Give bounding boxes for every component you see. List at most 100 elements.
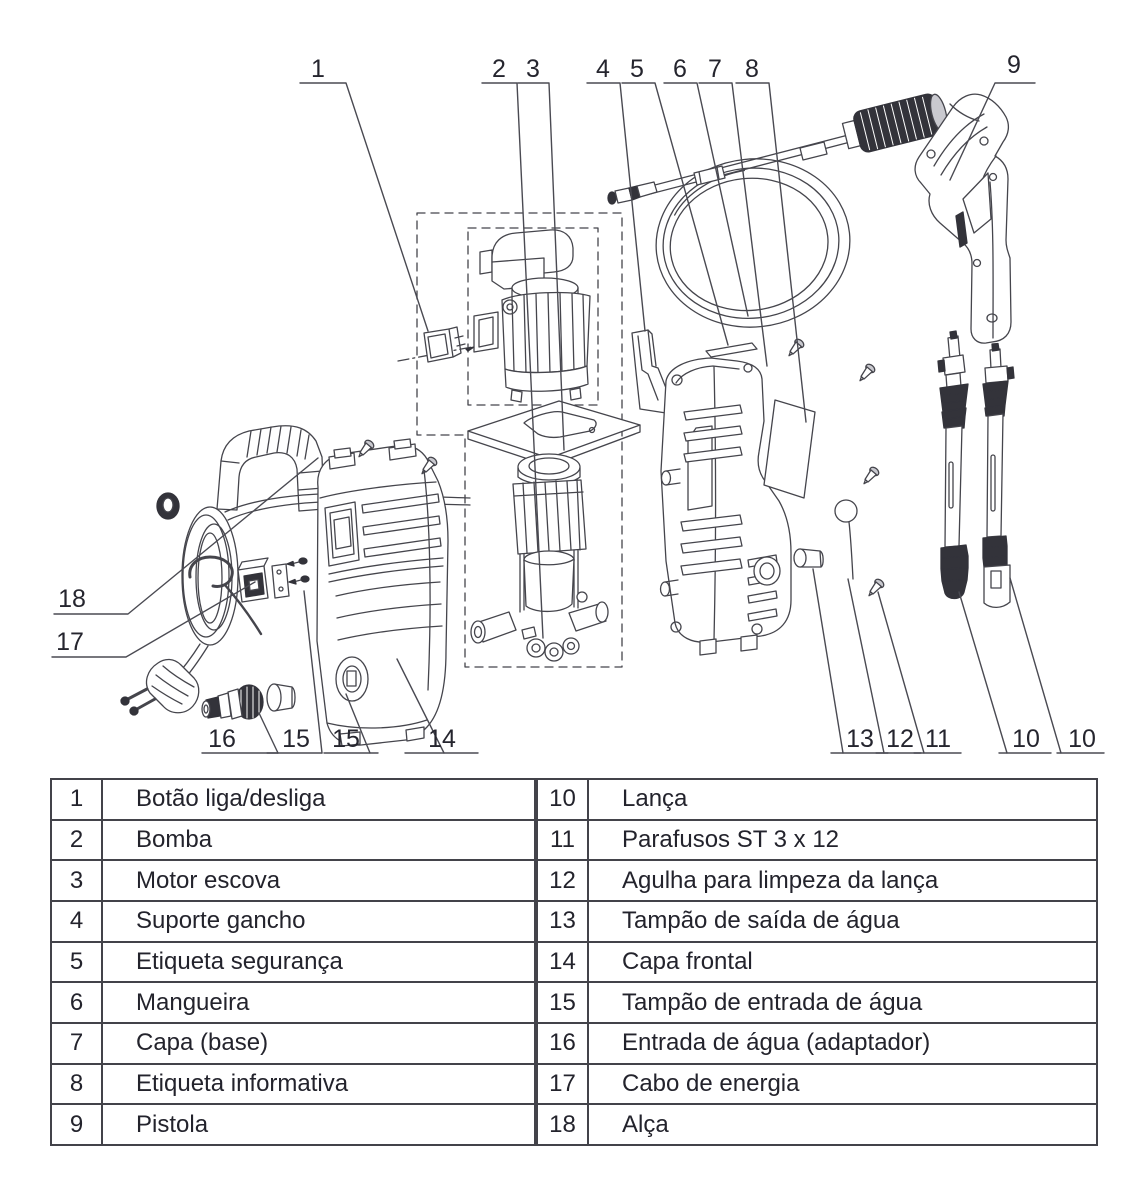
callout-label-17: 17 (56, 628, 84, 656)
lance-right (982, 342, 1015, 609)
callout-label-5: 5 (630, 55, 644, 83)
part-name: Parafusos ST 3 x 12 (587, 818, 1098, 862)
front-shell (316, 438, 449, 747)
part-number: 10 (536, 778, 589, 821)
part-name: Alça (587, 1103, 1098, 1146)
part-number: 11 (536, 818, 589, 862)
callout-labels: 1 2 3 4 5 6 7 8 9 18 17 16 15 15 14 13 1… (56, 51, 1096, 753)
part-name: Capa frontal (587, 940, 1098, 984)
part-name: Mangueira (101, 981, 536, 1024)
callout-label-12: 12 (886, 725, 914, 753)
part-name: Tampão de saída de água (587, 899, 1098, 943)
info-label (763, 399, 816, 499)
callout-label-6: 6 (673, 55, 687, 83)
callout-label-15a: 15 (282, 725, 310, 753)
part-number: 13 (536, 899, 589, 943)
callout-label-7: 7 (708, 55, 722, 83)
power-cord (120, 492, 471, 716)
rear-shell (659, 357, 792, 656)
part-number: 14 (536, 940, 589, 984)
callout-label-4: 4 (596, 55, 610, 83)
part-name: Entrada de água (adaptador) (587, 1021, 1098, 1065)
part-number: 6 (50, 981, 103, 1024)
part-name: Bomba (101, 818, 536, 862)
lance-left (937, 330, 969, 600)
callout-label-9: 9 (1007, 51, 1021, 79)
callout-label-3: 3 (526, 55, 540, 83)
part-name: Lança (587, 778, 1098, 821)
part-number: 2 (50, 818, 103, 862)
callout-label-13: 13 (846, 725, 874, 753)
callout-leaders (51, 82, 1105, 754)
part-number: 3 (50, 859, 103, 902)
callout-label-10a: 10 (1012, 725, 1040, 753)
grommet (156, 492, 180, 520)
part-number: 17 (536, 1062, 589, 1106)
power-switch (397, 326, 475, 363)
part-number: 15 (536, 981, 589, 1024)
part-name: Etiqueta informativa (101, 1062, 536, 1106)
part-name: Capa (base) (101, 1021, 536, 1065)
callout-label-8: 8 (745, 55, 759, 83)
pump-assembly (470, 479, 609, 662)
dashed-assembly-boxes (416, 212, 623, 668)
part-name: Pistola (101, 1103, 536, 1146)
callout-label-11: 11 (925, 725, 951, 753)
pump-ring (517, 453, 581, 486)
part-number: 1 (50, 778, 103, 821)
part-number: 9 (50, 1103, 103, 1146)
callout-label-14: 14 (428, 725, 456, 753)
part-name: Tampão de entrada de água (587, 981, 1098, 1024)
inlet-adapter (201, 684, 264, 720)
part-name: Agulha para limpeza da lança (587, 859, 1098, 902)
callout-label-16: 16 (208, 725, 236, 753)
part-number: 4 (50, 899, 103, 943)
exploded-diagram: 1 2 3 4 5 6 7 8 9 18 17 16 15 15 14 13 1… (51, 51, 1105, 754)
callout-label-1: 1 (311, 55, 325, 83)
callout-label-15b: 15 (332, 725, 360, 753)
part-number: 8 (50, 1062, 103, 1106)
pistol (914, 93, 1012, 344)
outlet-cap (793, 548, 824, 568)
safety-label (705, 342, 758, 358)
part-name: Suporte gancho (101, 899, 536, 943)
handle (216, 425, 325, 512)
part-number: 16 (536, 1021, 589, 1065)
part-number: 7 (50, 1021, 103, 1065)
part-name: Botão liga/desliga (101, 778, 536, 821)
part-name: Cabo de energia (587, 1062, 1098, 1106)
motor-assembly (473, 229, 591, 403)
part-number: 12 (536, 859, 589, 902)
hose (607, 93, 948, 328)
callout-label-18: 18 (58, 585, 86, 613)
part-number: 5 (50, 940, 103, 984)
callout-label-10b: 10 (1068, 725, 1096, 753)
cleaning-needle (834, 499, 858, 580)
cable-clamp (237, 557, 310, 603)
inlet-cap (266, 683, 296, 712)
callout-label-2: 2 (492, 55, 506, 83)
power-plug (120, 658, 200, 716)
part-name: Etiqueta segurança (101, 940, 536, 984)
